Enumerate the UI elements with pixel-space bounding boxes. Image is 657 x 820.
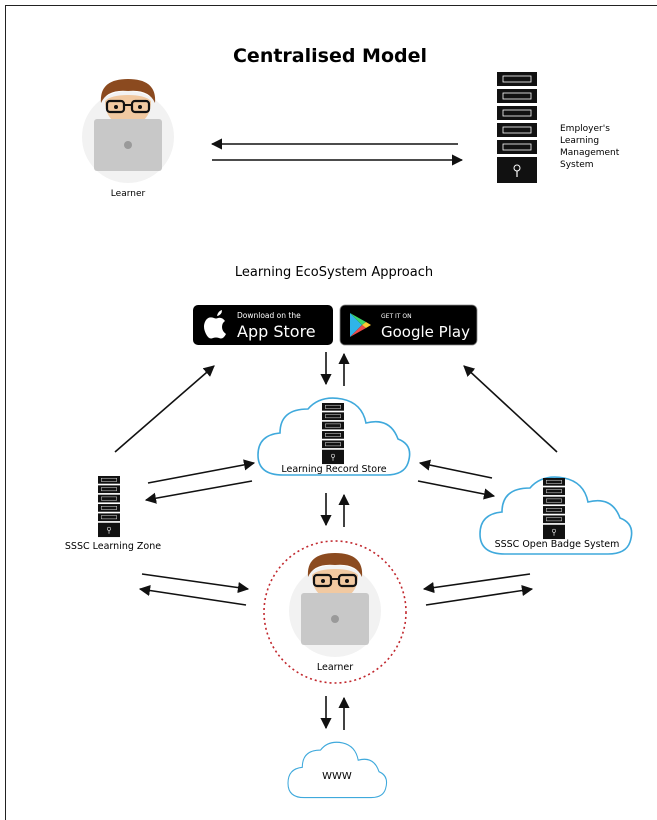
lrs-label: Learning Record Store [281,464,386,475]
play-icon [350,313,371,337]
learner-eco-icon [287,551,383,659]
googleplay-line2: Google Play [381,323,470,341]
page-frame [5,5,657,820]
learner-top-label: Learner [111,189,146,199]
zone-label: SSSC Learning Zone [65,541,161,552]
www-cloud [287,741,388,799]
appstore-line1: Download on the [237,311,301,320]
apple-icon [204,310,226,339]
learner-focus-circle [263,540,407,684]
googleplay-line1: GET IT ON [381,313,412,320]
www-label: WWW [322,771,352,782]
appstore-badge[interactable]: Download on the App Store [193,305,333,345]
googleplay-badge[interactable]: GET IT ON Google Play [339,304,478,346]
lms-label: Employer's Learning Management System [560,124,622,170]
appstore-line2: App Store [237,322,316,341]
zone-server-icon [97,475,121,538]
arrow-zone-to-appstore [114,365,215,453]
arrow-badge-to-lrs [418,459,493,479]
lms-label-line-1: Employer's [560,124,610,134]
lms-label-line-3: Management [560,148,620,158]
arrow-lrs-to-zone [144,480,253,504]
arrow-badge-to-googleplay [463,365,558,453]
centralised-title: Centralised Model [233,45,427,67]
badge-label: SSSC Open Badge System [495,539,620,550]
lms-server-icon [496,71,538,184]
lms-label-line-2: Learning [560,136,599,146]
lms-label-line-4: System [560,160,594,170]
arrow-zone-to-learner [141,573,250,594]
learner-top-icon [80,77,176,185]
arrow-learner-to-zone [138,584,247,606]
arrow-badge-to-learner [422,573,531,594]
ecosystem-title: Learning EcoSystem Approach [235,265,433,280]
arrow-lrs-to-badge [417,480,496,500]
arrow-zone-to-lrs [147,459,256,484]
arrow-learner-to-badge [425,584,534,606]
learner-eco-label: Learner [317,662,353,673]
